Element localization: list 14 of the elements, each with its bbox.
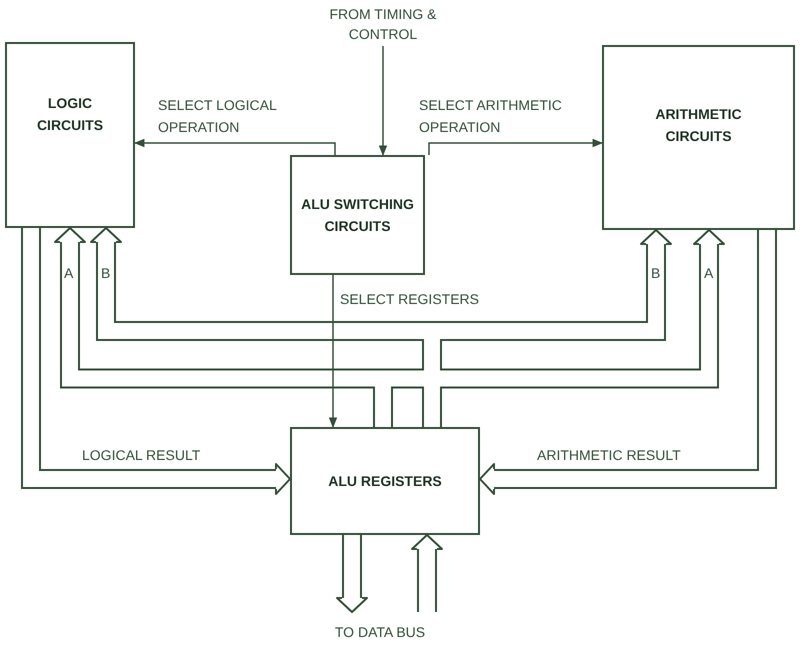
- arrow: [134, 138, 336, 155]
- signal-text: FROM TIMING & CONTROL: [326, 4, 440, 46]
- circuit-block: [290, 427, 480, 535]
- circuit-block: [5, 42, 135, 228]
- block-title: ALU REGISTERS: [327, 472, 443, 491]
- arrow: [378, 46, 388, 156]
- block-title: LOGIC CIRCUITS: [36, 94, 104, 135]
- circuit-block: [602, 45, 795, 230]
- block-title: ARITHMETIC CIRCUITS: [654, 105, 743, 146]
- signal-text: TO DATA BUS: [320, 612, 440, 642]
- block-title: ALU SWITCHING CIRCUITS: [300, 195, 415, 236]
- arrow: [328, 275, 338, 428]
- circuit-block: [290, 155, 425, 275]
- arrow: [428, 138, 604, 155]
